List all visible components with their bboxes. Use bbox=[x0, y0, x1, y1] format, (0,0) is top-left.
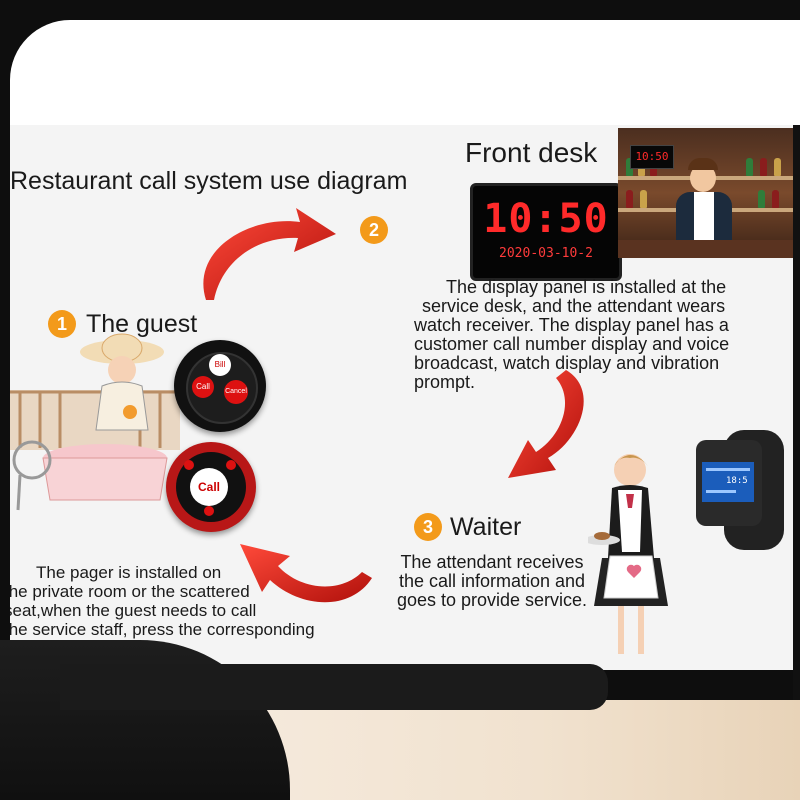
front-desk-description: The display panel is installed at the se… bbox=[414, 278, 794, 392]
diagram-title: Restaurant call system use diagram bbox=[10, 167, 408, 195]
arrow-desk-to-waiter bbox=[508, 370, 584, 478]
waiter-description: The attendant receives the call informat… bbox=[372, 553, 612, 610]
bottom-dark-bar bbox=[60, 664, 608, 710]
front-desk-desc-line: The display panel is installed at the bbox=[446, 278, 727, 297]
pager-black: Bill Call Cancel bbox=[174, 340, 266, 432]
front-desk-desc-line: customer call number display and voice bbox=[414, 334, 730, 354]
guest-desc-line: the service staff, press the correspondi… bbox=[10, 620, 315, 639]
watch-screen: 18:5 bbox=[702, 462, 754, 502]
guest-desc-line: The pager is installed on bbox=[36, 563, 222, 582]
step-2-badge: 2 bbox=[360, 216, 388, 244]
waiter-desc-line: goes to provide service. bbox=[396, 590, 588, 610]
frame-edge bbox=[793, 125, 800, 705]
waiter-desc-line: The attendant receives bbox=[400, 552, 584, 572]
waiter-title: Waiter bbox=[450, 513, 522, 541]
waiter-desc-line: the call information and bbox=[398, 571, 586, 591]
arrow-guest-to-desk bbox=[203, 208, 336, 300]
front-desk-title: Front desk bbox=[465, 137, 598, 168]
pager-red-call-button: Call bbox=[190, 468, 228, 506]
pager-bill-button: Bill bbox=[209, 354, 231, 376]
front-desk-desc-line: service desk, and the attendant wears bbox=[422, 296, 726, 316]
waitress-illustration bbox=[588, 454, 668, 654]
bar-display-sign: 10:50 bbox=[630, 145, 674, 169]
guest-desc-line: seat,when the guest needs to call bbox=[10, 601, 257, 620]
step-3-badge: 3 bbox=[414, 513, 442, 541]
display-clock-date: 2020-03-10-2 bbox=[499, 246, 593, 261]
front-desk-desc-line: broadcast, watch display and vibration bbox=[414, 353, 720, 373]
step-1-badge: 1 bbox=[48, 310, 76, 338]
page-frame-top bbox=[10, 20, 800, 140]
front-desk-desc-line: prompt. bbox=[414, 372, 476, 392]
pager-cancel-button: Cancel bbox=[224, 380, 248, 404]
guest-desc-line: the private room or the scattered bbox=[10, 582, 250, 601]
front-desk-desc-line: watch receiver. The display panel has a bbox=[414, 315, 729, 335]
arrow-waiter-to-guest bbox=[240, 544, 372, 603]
guest-illustration bbox=[10, 333, 180, 511]
display-clock-time: 10:50 bbox=[483, 196, 609, 242]
pager-call-button: Call bbox=[192, 376, 214, 398]
guest-title: The guest bbox=[86, 310, 198, 338]
watch-time: 18:5 bbox=[726, 476, 748, 486]
pager-red: Call bbox=[166, 442, 256, 532]
display-panel: 10:50 2020-03-10-2 bbox=[470, 183, 622, 281]
